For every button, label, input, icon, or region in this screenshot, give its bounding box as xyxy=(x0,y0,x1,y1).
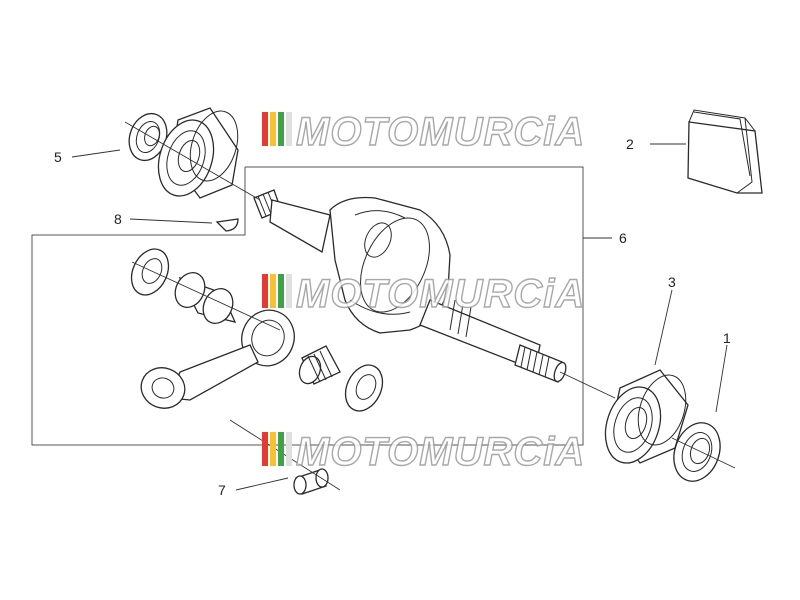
watermark-middle: MOTOMURCiA xyxy=(262,271,585,317)
callout-number: 3 xyxy=(668,274,676,290)
callout-number: 6 xyxy=(619,230,627,246)
part-3-bearing[interactable] xyxy=(596,369,694,470)
part-2-document-packet[interactable] xyxy=(687,109,763,194)
upper-bearing[interactable] xyxy=(149,105,246,203)
part-6-crankshaft[interactable] xyxy=(253,189,568,383)
watermark-text: MOTOMURCiA xyxy=(296,272,585,316)
callout-1[interactable]: 1 xyxy=(715,330,731,413)
callout-number: 7 xyxy=(218,482,226,498)
assembly-frame xyxy=(31,166,584,446)
callout-5[interactable]: 5 xyxy=(54,149,121,165)
watermark-text: MOTOMURCiA xyxy=(296,110,585,154)
part-8-woodruff-key[interactable] xyxy=(215,218,239,232)
center-lines xyxy=(124,121,736,491)
callout-2[interactable]: 2 xyxy=(626,136,686,152)
callout-8[interactable]: 8 xyxy=(114,211,213,227)
connecting-rod[interactable] xyxy=(135,303,302,415)
part-1-oil-seal[interactable] xyxy=(666,416,728,487)
callout-number: 1 xyxy=(723,330,731,346)
callout-number: 5 xyxy=(54,149,62,165)
watermark-top: MOTOMURCiA xyxy=(262,109,585,155)
callout-number: 8 xyxy=(114,211,122,227)
washer-left[interactable] xyxy=(124,243,175,301)
callout-6[interactable]: 6 xyxy=(583,230,627,246)
callout-number: 2 xyxy=(626,136,634,152)
crank-pin[interactable] xyxy=(170,268,239,328)
washer-right[interactable] xyxy=(338,359,389,417)
watermark-text: MOTOMURCiA xyxy=(296,430,585,474)
callout-3[interactable]: 3 xyxy=(654,274,676,366)
needle-bearing-big-end[interactable] xyxy=(296,345,341,387)
callout-7[interactable]: 7 xyxy=(218,477,289,498)
watermark-bottom: MOTOMURCiA xyxy=(262,429,585,475)
